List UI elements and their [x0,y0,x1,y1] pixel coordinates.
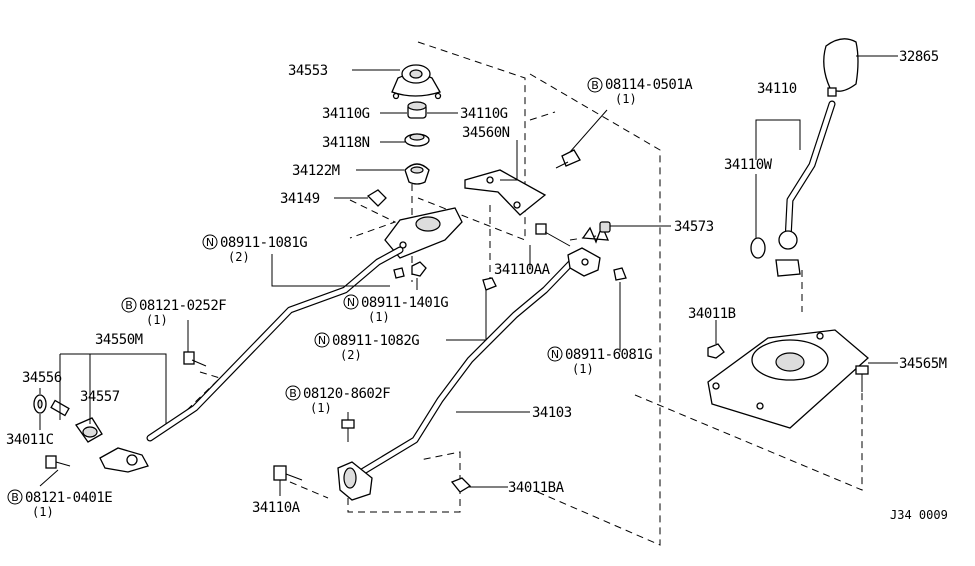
part-control-lever-bracket [384,207,463,259]
part-34149-plug [366,189,387,207]
part-34011b-nut [707,343,725,359]
prefix-n-08911-1082g: N [318,334,326,347]
part-nuts-small [393,261,627,291]
part-34011c-washer [33,394,47,414]
part-34110g-bushing [407,101,427,119]
prefix-n-08911-1081g: N [206,236,214,249]
label-34103: 34103 [532,405,572,421]
prefix-b-08114: B [591,79,599,92]
label-34110: 34110 [757,81,797,97]
label-34011ba: 34011BA [508,480,565,496]
label-34565m: 34565M [899,356,947,372]
part-34110-shift-lever [775,100,836,277]
label-34110aa: 34110AA [494,262,551,278]
qty-08121-0252f: (1) [146,313,168,327]
prefix-markers: B N B N N B N B [7,77,603,505]
part-34553-boot-retainer [391,64,442,100]
part-bolt-08120 [341,419,355,442]
label-32865: 32865 [899,49,939,65]
label-08911-1401g: 08911-1401G [361,295,448,311]
part-bolt-08121-0401e [45,455,71,469]
qty-08121-0401e: (1) [32,505,54,519]
qty-08911-1081g: (2) [228,250,250,264]
qty-08911-6081g: (1) [572,362,594,376]
prefix-b-08120-8602f: B [289,387,297,400]
label-08114-0501a: 08114-0501A [605,77,693,93]
label-34550m: 34550M [95,332,143,348]
label-34110g-right: 34110G [460,106,508,122]
label-08120-8602f: 08120-8602F [303,386,390,402]
part-34103-end-bracket [337,247,601,501]
label-34553: 34553 [288,63,328,79]
qty-08911-1401g: (1) [368,310,390,324]
part-number-labels: 34553 34110G 34110G 34118N 34122M 34149 … [6,49,948,522]
label-34110w: 34110W [724,157,773,173]
label-34573: 34573 [674,219,714,235]
prefix-n-08911-6081g: N [551,348,559,361]
part-34550m-control-rod [146,246,404,442]
diagram-code: J34 0009 [890,508,948,522]
label-34122m: 34122M [292,163,340,179]
part-34118n-seat [404,133,430,147]
label-34560n: 34560N [462,125,510,141]
leader-lines [39,55,898,496]
part-34550m-joint [99,447,149,473]
prefix-b-08121-0401e: B [11,491,19,504]
part-34573-spring [581,221,611,244]
qty-08114-0501a: (1) [615,92,637,106]
part-34560n-bracket [464,169,547,216]
label-34011c: 34011C [6,432,54,448]
label-34556: 34556 [22,370,62,386]
prefix-n-08911-1401g: N [347,296,355,309]
part-34122m-bushing [404,163,430,185]
part-34110w-ring [750,237,766,259]
label-08121-0401e: 08121-0401E [25,490,112,506]
part-bolt-08114 [555,149,581,169]
part-32865-knob [823,38,859,97]
label-08911-6081g: 08911-6081G [565,347,652,363]
part-34110aa-bolt [535,223,571,247]
part-34103-shift-rod [348,258,576,482]
part-34565m-lever-housing [707,329,869,429]
prefix-b-08121-0252f: B [125,299,133,312]
part-34557-boot [75,417,103,443]
label-34118n: 34118N [322,135,370,151]
part-34011ba-nut [450,477,472,493]
label-34557: 34557 [80,389,120,405]
label-08911-1082g: 08911-1082G [332,333,419,349]
part-34565m-bolt [855,365,869,392]
label-34011b: 34011B [688,306,736,322]
label-08121-0252f: 08121-0252F [139,298,226,314]
qty-08120-8602f: (1) [310,401,332,415]
label-34149: 34149 [280,191,320,207]
label-34110g-left: 34110G [322,106,370,122]
label-08911-1081g: 08911-1081G [220,235,307,251]
part-bolt-08121-0252f [183,351,207,367]
qty-08911-1082g: (2) [340,348,362,362]
part-34110a-bolt [273,465,303,481]
label-34110a: 34110A [252,500,301,516]
